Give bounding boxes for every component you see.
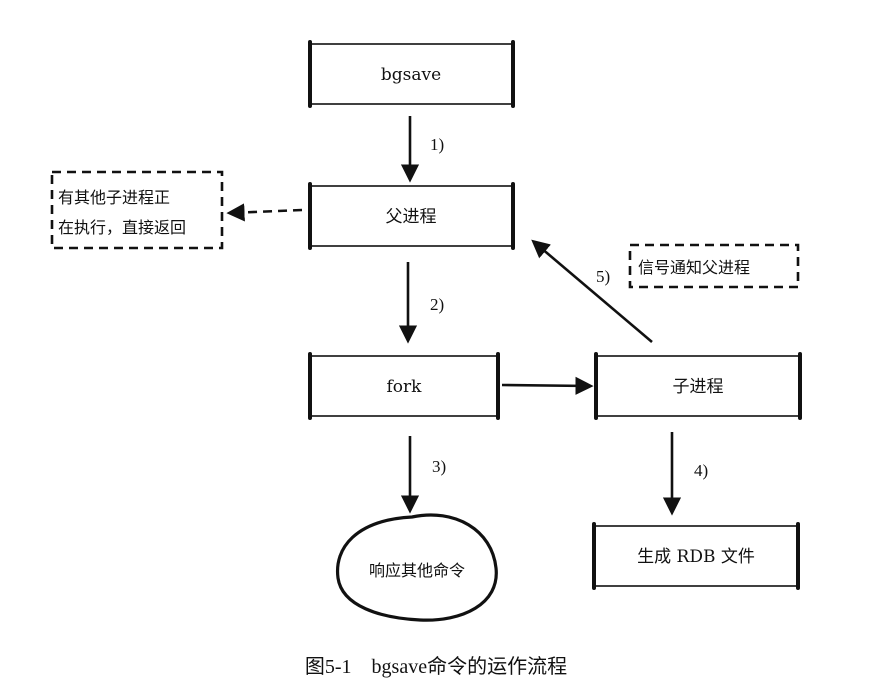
bgsave-label: bgsave bbox=[381, 65, 441, 85]
other-child-note-line1: 有其他子进程正 bbox=[58, 188, 170, 207]
rdb-file-node: 生成 RDB 文件 bbox=[592, 522, 800, 590]
step-5-label: 5) bbox=[596, 267, 610, 286]
child-process-label: 子进程 bbox=[673, 377, 724, 397]
figure-caption: 图5-1 bgsave命令的运作流程 bbox=[304, 656, 568, 678]
respond-node: 响应其他命令 bbox=[335, 513, 498, 622]
bgsave-node: bgsave bbox=[308, 40, 515, 108]
signal-note-label: 信号通知父进程 bbox=[638, 258, 750, 277]
other-child-note: 有其他子进程正 在执行，直接返回 bbox=[50, 170, 224, 250]
step-2-label: 2) bbox=[430, 295, 444, 314]
parent-process-label: 父进程 bbox=[386, 207, 437, 227]
fork-node: fork bbox=[308, 352, 500, 420]
step-4-label: 4) bbox=[694, 461, 708, 480]
step-1-label: 1) bbox=[430, 135, 444, 154]
arrow-fork-to-child bbox=[501, 376, 594, 395]
child-process-node: 子进程 bbox=[594, 352, 802, 420]
arrow-child-to-parent bbox=[531, 239, 653, 343]
signal-note: 信号通知父进程 bbox=[628, 243, 800, 289]
arrow-parent-to-note bbox=[226, 203, 303, 222]
other-child-note-line2: 在执行，直接返回 bbox=[58, 218, 186, 237]
step-3-label: 3) bbox=[432, 457, 446, 476]
parent-process-node: 父进程 bbox=[308, 182, 515, 250]
flow-diagram: bgsave 父进程 fork 子进程 生成 RDB 文 bbox=[50, 40, 802, 622]
fork-label: fork bbox=[387, 377, 423, 397]
respond-label: 响应其他命令 bbox=[369, 561, 465, 580]
rdb-file-label: 生成 RDB 文件 bbox=[637, 547, 755, 567]
